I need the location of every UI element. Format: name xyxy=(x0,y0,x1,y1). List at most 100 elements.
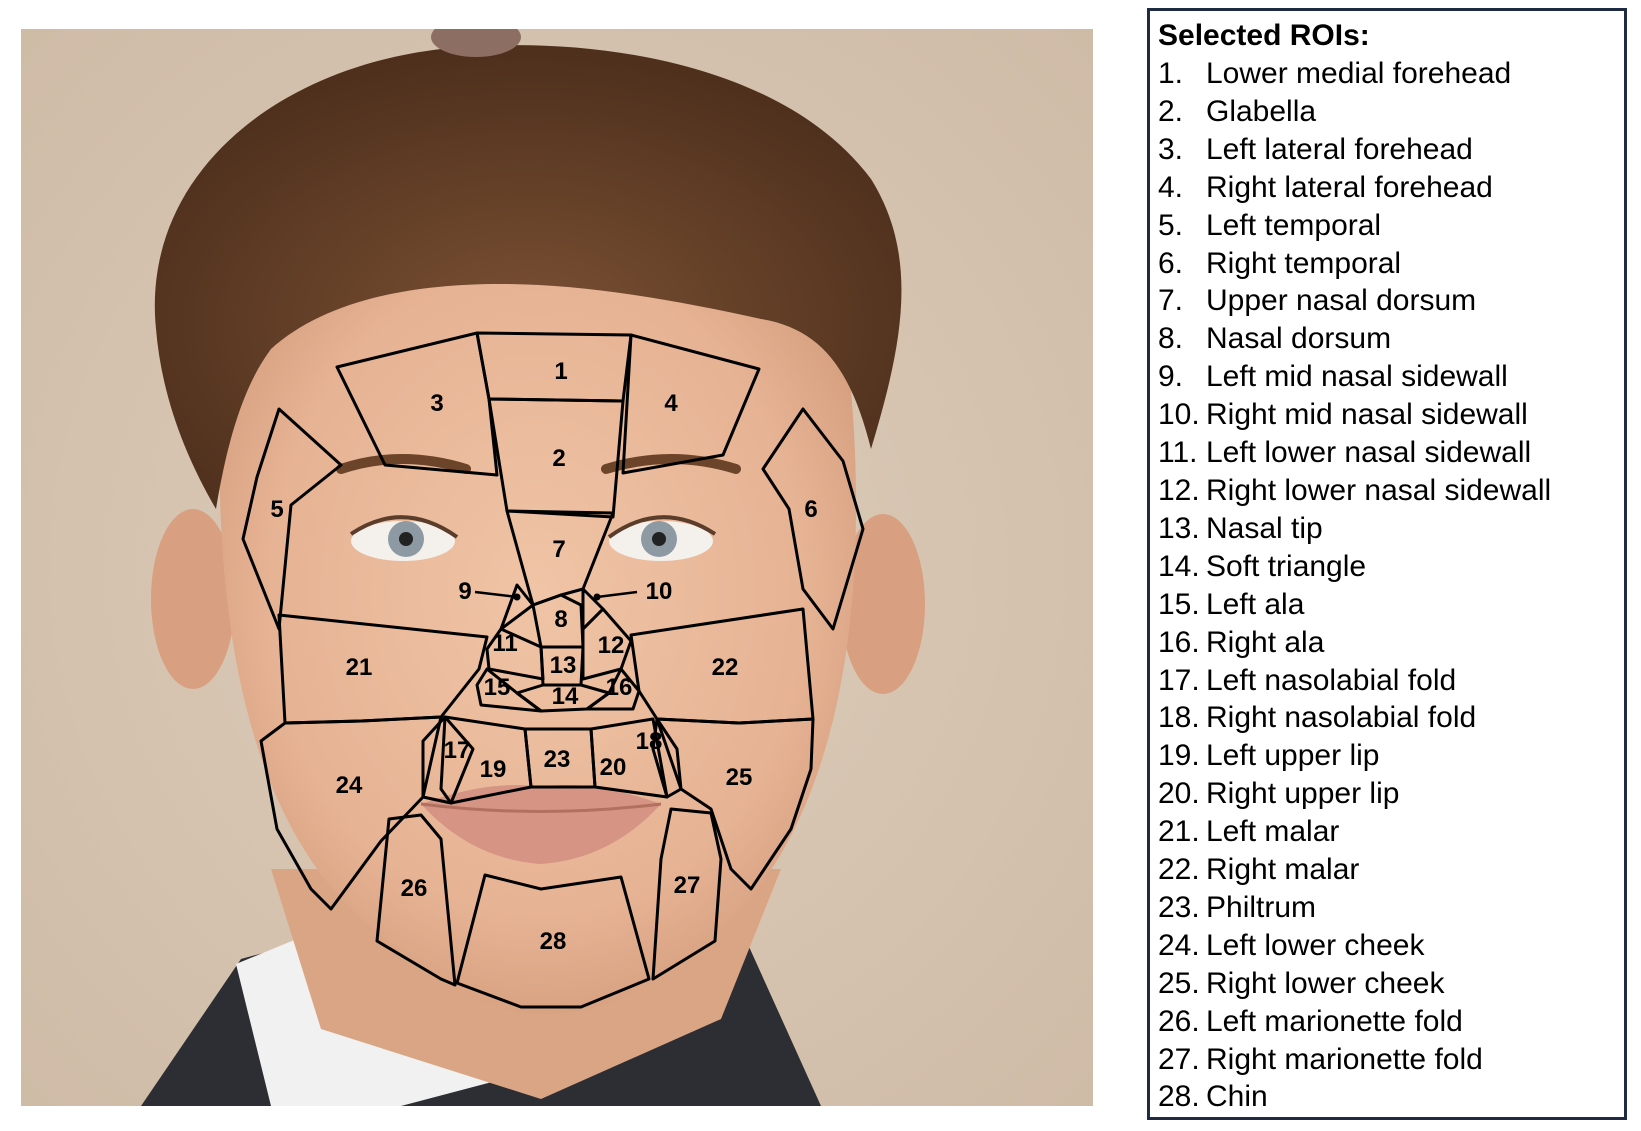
legend-item-label: Nasal dorsum xyxy=(1206,322,1392,356)
right-eyelid xyxy=(607,515,717,539)
legend-item-number: 2. xyxy=(1158,94,1184,128)
legend-item-number: 7. xyxy=(1158,284,1184,318)
legend-item-label: Right malar xyxy=(1206,853,1360,887)
legend-item-number: 9. xyxy=(1158,360,1184,394)
legend-item-number: 15. xyxy=(1158,587,1200,621)
roi-region-15 xyxy=(475,667,543,713)
roi-region-24 xyxy=(259,715,443,911)
roi-label-4: 4 xyxy=(664,390,678,417)
roi-region-11 xyxy=(485,627,545,681)
legend-item: 8.Nasal dorsum xyxy=(1158,320,1616,358)
roi-region-7 xyxy=(505,509,615,607)
roi-label-6: 6 xyxy=(804,496,817,523)
roi-region-3 xyxy=(335,331,499,477)
legend-item: 9. Left mid nasal sidewall xyxy=(1158,358,1616,396)
legend-item-label: Left lateral forehead xyxy=(1206,132,1473,166)
roi-region-19 xyxy=(443,715,533,805)
legend-item-label: Left nasolabial fold xyxy=(1206,663,1457,697)
left-eyelid xyxy=(349,515,459,539)
roi-label-15: 15 xyxy=(484,674,511,701)
legend-item-label: Philtrum xyxy=(1206,890,1317,924)
legend-item-label: Chin xyxy=(1206,1080,1268,1114)
legend-item: 25.Right lower cheek xyxy=(1158,965,1616,1003)
lips xyxy=(421,785,661,864)
roi-label-12: 12 xyxy=(598,632,625,659)
legend-item-number: 28. xyxy=(1158,1080,1200,1114)
legend-item-label: Right upper lip xyxy=(1206,777,1400,811)
legend-item: 15.Left ala xyxy=(1158,586,1616,624)
legend-item-label: Right marionette fold xyxy=(1206,1042,1483,1076)
legend-item-number: 1. xyxy=(1158,57,1184,90)
legend-item: 1. Lower medial forehead xyxy=(1158,55,1616,93)
roi-label-13: 13 xyxy=(550,652,577,679)
roi-region-27 xyxy=(651,807,723,981)
right-pupil xyxy=(652,532,666,546)
legend-item-number: 14. xyxy=(1158,549,1200,583)
roi-label-2: 2 xyxy=(552,445,565,472)
legend-item-number: 4. xyxy=(1158,170,1184,204)
roi-label-3: 3 xyxy=(430,390,443,417)
roi-label-21: 21 xyxy=(346,654,373,681)
legend-item-number: 27. xyxy=(1158,1042,1200,1076)
legend-item: 18.Right nasolabial fold xyxy=(1158,699,1616,737)
roi-label-7: 7 xyxy=(552,536,565,563)
legend-item-label: Left upper lip xyxy=(1206,739,1380,773)
legend-item: 16.Right ala xyxy=(1158,624,1616,662)
legend-item-label: Right lower cheek xyxy=(1206,966,1445,1000)
roi-label-14: 14 xyxy=(552,683,579,710)
roi-label-17: 17 xyxy=(444,737,471,764)
legend-item-label: Left ala xyxy=(1206,587,1305,621)
leader-dot-10 xyxy=(593,593,601,601)
roi-region-25 xyxy=(655,717,815,891)
legend-item: 20.Right upper lip xyxy=(1158,775,1616,813)
legend-item-label: Lower medial forehead xyxy=(1206,57,1512,90)
legend-item-label: Right lower nasal sidewall xyxy=(1206,473,1552,507)
legend-item: 7. Upper nasal dorsum xyxy=(1158,282,1616,320)
roi-region-17 xyxy=(421,715,453,805)
roi-label-5: 5 xyxy=(270,496,283,523)
legend-item-label: Right lateral forehead xyxy=(1206,170,1493,204)
roi-label-20: 20 xyxy=(600,754,627,781)
legend-item-label: Nasal tip xyxy=(1206,511,1323,545)
roi-region-4 xyxy=(621,333,761,475)
legend-item-number: 16. xyxy=(1158,625,1200,659)
roi-label-22: 22 xyxy=(712,654,739,681)
lip-line xyxy=(420,802,662,813)
legend-item-number: 5. xyxy=(1158,208,1184,242)
left-ear xyxy=(151,509,235,689)
legend-item: 4. Right lateral forehead xyxy=(1158,169,1616,207)
roi-label-27: 27 xyxy=(674,872,701,899)
legend-item-number: 11. xyxy=(1158,436,1198,470)
roi-label-10: 10 xyxy=(646,578,673,605)
legend-item-label: Glabella xyxy=(1206,94,1317,128)
legend-item: 22.Right malar xyxy=(1158,851,1616,889)
leader-dot-9 xyxy=(513,593,521,601)
legend-item: 24.Left lower cheek xyxy=(1158,927,1616,965)
legend-item: 6.Right temporal xyxy=(1158,245,1616,283)
roi-region-28 xyxy=(455,873,651,1009)
roi-region-23 xyxy=(523,727,597,789)
roi-label-23: 23 xyxy=(544,746,571,773)
legend-item-number: 21. xyxy=(1158,815,1200,849)
legend-item-label: Upper nasal dorsum xyxy=(1206,284,1477,318)
left-pupil xyxy=(399,532,413,546)
legend-item-label: Right ala xyxy=(1206,625,1325,659)
roi-region-18 xyxy=(651,717,683,799)
legend-title: Selected ROIs: xyxy=(1158,19,1370,52)
legend-item-label: Left lower cheek xyxy=(1206,928,1425,962)
legend-item: 17.Left nasolabial fold xyxy=(1158,662,1616,700)
legend-item-number: 20. xyxy=(1158,777,1200,811)
hair xyxy=(154,45,902,509)
legend-item-label: Right temporal xyxy=(1206,246,1402,280)
roi-label-25: 25 xyxy=(726,764,753,791)
legend-item-number: 22. xyxy=(1158,853,1200,887)
roi-label-8: 8 xyxy=(554,606,567,633)
roi-outlines xyxy=(241,331,865,1009)
legend-item-number: 19. xyxy=(1158,739,1200,773)
roi-region-9 xyxy=(499,583,535,631)
legend-item: 27.Right marionette fold xyxy=(1158,1041,1616,1079)
legend-item: 13.Nasal tip xyxy=(1158,510,1616,548)
legend-item: 10.Right mid nasal sidewall xyxy=(1158,396,1616,434)
legend-item-label: Left mid nasal sidewall xyxy=(1206,360,1508,394)
